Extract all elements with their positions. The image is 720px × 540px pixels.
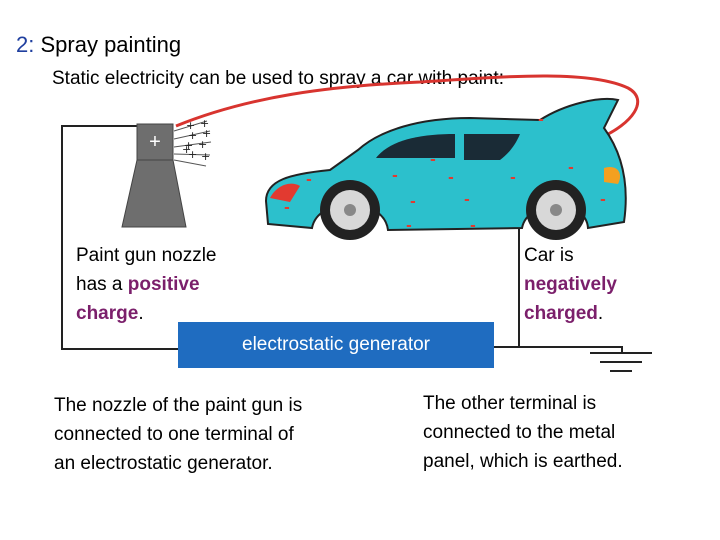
car-window-front — [464, 134, 520, 160]
caption-right-line2: connected to the metal — [423, 422, 616, 443]
car-label-line1: Car is — [524, 245, 574, 266]
svg-text:+: + — [200, 117, 209, 130]
svg-text:-: - — [406, 218, 412, 234]
svg-text:-: - — [430, 152, 436, 168]
wire-to-earth — [519, 346, 623, 352]
nozzle-label-line3: charge. — [76, 303, 144, 324]
slide-number: 2: — [16, 32, 35, 57]
svg-text:-: - — [306, 172, 312, 188]
svg-text:+: + — [186, 119, 195, 132]
caption-left: The nozzle of the paint gun is connected… — [54, 391, 302, 478]
nozzle-label: Paint gun nozzle has a positive charge. — [76, 241, 217, 328]
spray-charges: ++ ++ ++ ++ + — [182, 117, 211, 163]
caption-left-line1: The nozzle of the paint gun is — [54, 395, 303, 416]
red-connection-wire — [175, 74, 640, 140]
svg-text:+: + — [184, 139, 193, 152]
nozzle-label-line1: Paint gun nozzle — [76, 245, 217, 266]
paint-spray — [173, 120, 212, 167]
car-label-charged: charged — [524, 303, 598, 324]
car-label-negatively: negatively — [524, 274, 617, 295]
svg-text:+: + — [198, 138, 207, 151]
svg-text:-: - — [568, 160, 574, 176]
slide-title-text: Spray painting — [40, 32, 182, 57]
caption-right: The other terminal is connected to the m… — [423, 389, 623, 476]
car-label-line2: negatively — [524, 270, 617, 299]
nozzle-label-line2: has a positive — [76, 274, 200, 295]
svg-text:-: - — [538, 112, 544, 128]
caption-left-line2: connected to one terminal of — [54, 424, 294, 445]
svg-text:-: - — [464, 192, 470, 208]
car-headlight — [604, 166, 621, 184]
svg-text:-: - — [470, 218, 476, 234]
svg-text:+: + — [188, 129, 197, 142]
paint-gun-nozzle — [121, 123, 187, 228]
car-label-line3: charged. — [524, 303, 604, 324]
slide-title: 2: Spray painting — [16, 32, 181, 58]
svg-text:-: - — [410, 194, 416, 210]
car-label: Car is negatively charged. — [524, 241, 617, 328]
car — [264, 98, 627, 240]
svg-text:-: - — [284, 200, 290, 216]
electrostatic-generator: electrostatic generator — [178, 322, 494, 368]
svg-text:+: + — [202, 127, 211, 140]
car-window-rear — [376, 134, 455, 158]
svg-text:+: + — [182, 143, 191, 156]
svg-text:-: - — [448, 170, 454, 186]
caption-left-line3: an electrostatic generator. — [54, 453, 273, 474]
svg-text:-: - — [600, 192, 606, 208]
nozzle-label-positive: positive — [127, 274, 200, 295]
svg-text:+: + — [188, 148, 197, 161]
caption-right-line1: The other terminal is — [423, 393, 597, 414]
car-rear-light — [270, 183, 300, 202]
svg-text:+: + — [201, 150, 210, 163]
nozzle-label-charge: charge — [76, 303, 139, 324]
nozzle-sign: + — [149, 131, 161, 153]
svg-text:-: - — [392, 168, 398, 184]
earth-icon — [590, 352, 652, 372]
caption-right-line3: panel, which is earthed. — [423, 451, 623, 472]
svg-text:-: - — [510, 170, 516, 186]
wire-to-nozzle — [61, 125, 178, 350]
car-charges: -- -- -- -- -- -- - — [284, 112, 606, 234]
